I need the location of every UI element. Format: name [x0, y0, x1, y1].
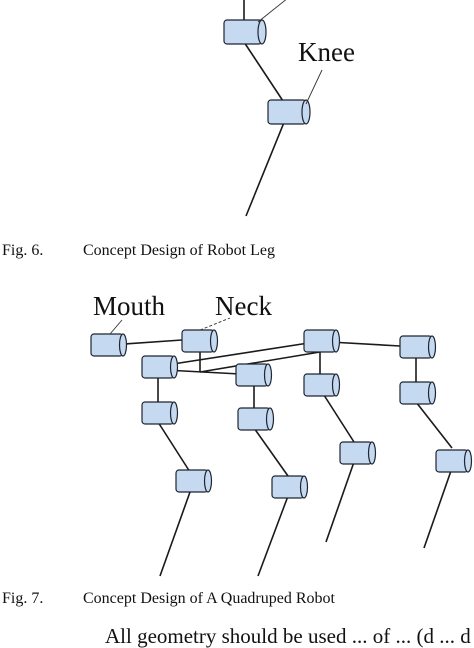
leg2-hip-joint — [235, 363, 273, 387]
head-neck-segment — [124, 339, 183, 345]
leg4-middle — [415, 401, 453, 449]
mouth-label: Mouth — [93, 291, 166, 321]
leg3-lower — [325, 461, 355, 543]
leg3-knee-joint — [303, 373, 341, 397]
leg4-ankle-joint — [435, 449, 473, 473]
leg1-lower — [159, 491, 191, 577]
mouth-callout-line — [109, 319, 123, 335]
figure-6-robot-leg: Knee — [223, 0, 355, 217]
knee-callout-line — [305, 69, 323, 105]
mouth-joint — [90, 333, 128, 357]
leg1-knee-joint — [141, 401, 179, 425]
body-front-beam — [159, 341, 316, 367]
body-rear-beam — [199, 351, 321, 373]
leg3-hip-joint — [303, 329, 341, 353]
body-right-beam — [329, 341, 401, 347]
neck-joint — [181, 329, 219, 353]
leg4-hip-joint — [399, 335, 437, 359]
hip-joint — [223, 19, 267, 45]
neck-label: Neck — [215, 291, 272, 321]
leg2-ankle-joint — [271, 475, 309, 499]
hip-callout-line — [257, 0, 287, 23]
figure-7-quadruped-robot: Mouth Neck — [90, 291, 473, 577]
figure-7-caption-label: Fig. 7. — [2, 590, 44, 607]
leg-shin-segment — [245, 119, 286, 217]
leg1-hip-joint — [141, 355, 179, 379]
figure-7-caption: Fig. 7. Concept Design of A Quadruped Rob… — [2, 590, 335, 608]
leg-thigh-segment — [243, 41, 286, 105]
figure-7-caption-text: Concept Design of A Quadruped Robot — [83, 590, 335, 607]
figure-6-caption: Fig. 6. Concept Design of Robot Leg — [2, 242, 275, 260]
knee-label: Knee — [298, 37, 355, 67]
figure-6-caption-label: Fig. 6. — [2, 242, 44, 259]
leg3-middle — [321, 391, 355, 443]
leg4-knee-joint — [399, 381, 437, 405]
leg1-middle — [157, 421, 191, 473]
leg3-ankle-joint — [339, 441, 377, 465]
leg2-middle — [253, 427, 289, 477]
body-paragraph-fragment: All geometry should be used ... of ... (… — [105, 624, 471, 648]
leg1-ankle-joint — [175, 469, 213, 493]
leg2-lower — [257, 495, 289, 577]
figure-6-caption-text: Concept Design of Robot Leg — [83, 242, 275, 259]
neck-callout-line — [199, 317, 231, 331]
leg4-lower — [423, 467, 453, 549]
knee-joint — [267, 99, 311, 125]
leg2-knee-joint — [237, 407, 275, 431]
